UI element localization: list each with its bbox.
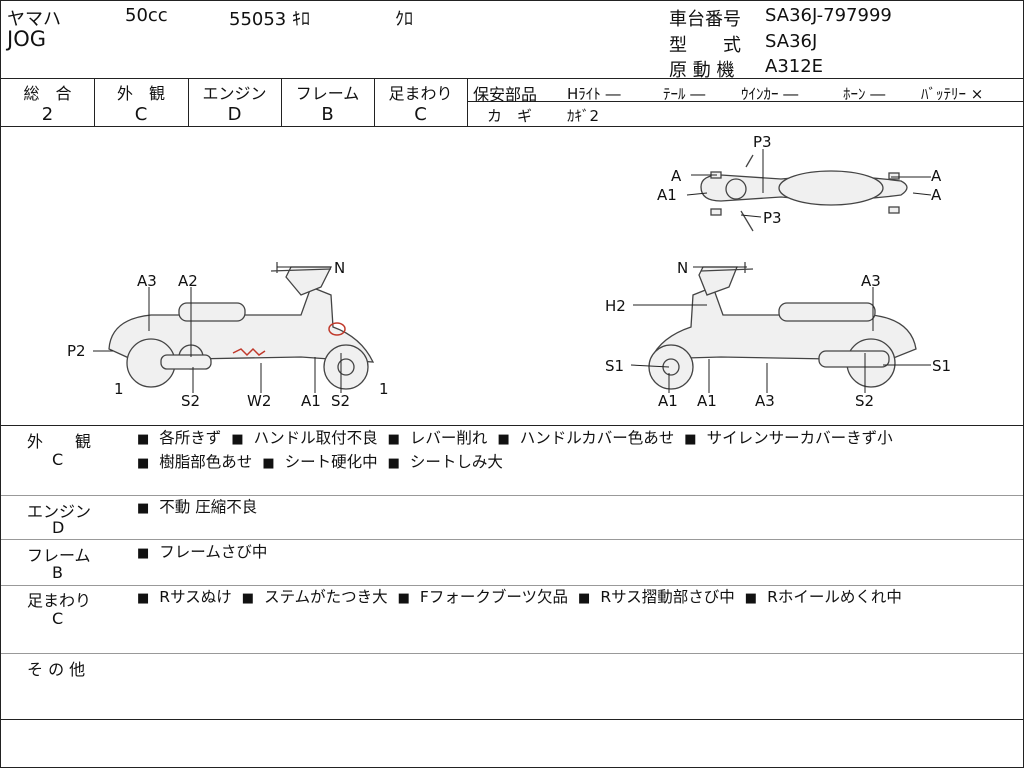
label-s2: S2 [855, 392, 874, 410]
remark-other-label: そ の 他 [27, 660, 86, 679]
divider [1, 585, 1023, 586]
label-n: N [677, 259, 688, 277]
label-a: A [931, 186, 942, 204]
label-a1: A1 [657, 186, 677, 204]
grade-suspension: 足まわり C [388, 84, 453, 125]
safety-tail: ﾃｰﾙ ― [663, 85, 706, 103]
grade-engine: エンジン D [202, 84, 267, 125]
label-a1: A1 [658, 392, 678, 410]
divider [1, 126, 1023, 127]
type-label: 型 式 [669, 35, 741, 56]
grade-frame: フレーム B [295, 84, 360, 125]
remark-engine-grade: D [52, 518, 65, 537]
divider [1, 425, 1023, 426]
label-p3: P3 [763, 209, 782, 227]
safety-headlight: Hﾗｲﾄ ― [567, 85, 621, 103]
label-a1: A1 [697, 392, 717, 410]
divider [1, 495, 1023, 496]
damage-wave-mark [232, 347, 266, 357]
label-s2: S2 [331, 392, 350, 410]
frame-no-label: 車台番号 [669, 9, 741, 30]
type-value: SA36J [765, 31, 818, 52]
grade-overall: 総 合 2 [23, 84, 72, 125]
label-p3: P3 [753, 133, 772, 151]
grade-exterior: 外 観 C [116, 84, 165, 125]
scooter-left-side-view [108, 262, 375, 390]
maker: ヤマハ [7, 9, 61, 30]
remark-exterior-label: 外 観 [27, 432, 92, 451]
model-name: JOG [7, 27, 46, 51]
safety-winker: ｳｲﾝｶｰ ― [741, 85, 799, 103]
label-a3: A3 [755, 392, 775, 410]
safety-battery: ﾊﾞｯﾃﾘｰ × [921, 85, 984, 103]
remark-suspension-label: 足まわり [27, 591, 92, 610]
key-label: カ ギ [487, 107, 533, 125]
displacement: 50cc [125, 5, 168, 26]
color: ｸﾛ [395, 9, 413, 30]
remark-exterior-items: 各所きずハンドル取付不良レバー削れハンドルカバー色あせサイレンサーカバーきず小 … [137, 427, 903, 475]
frame-no: SA36J-797999 [765, 5, 892, 26]
label-n: N [334, 259, 345, 277]
scooter-top-view [700, 154, 908, 232]
label-a: A [931, 167, 942, 185]
remark-suspension-items: Rサスぬけステムがたつき大Fフォークブーツ欠品Rサス摺動部さび中Rホイールめくれ… [137, 586, 912, 610]
label-s2: S2 [181, 392, 200, 410]
label-a3: A3 [861, 272, 881, 290]
divider [1, 539, 1023, 540]
engine-model-label: 原 動 機 [669, 60, 735, 81]
label-w2: W2 [247, 392, 271, 410]
label-a: A [671, 167, 682, 185]
label-p2: P2 [67, 342, 86, 360]
remark-engine-label: エンジン [27, 502, 92, 521]
safety-label: 保安部品 [473, 85, 538, 104]
label-one: 1 [114, 380, 124, 398]
label-s1: S1 [605, 357, 624, 375]
label-a3: A3 [137, 272, 157, 290]
label-one: 1 [379, 380, 389, 398]
label-h2: H2 [605, 297, 626, 315]
divider [1, 719, 1023, 720]
remark-frame-items: フレームさび中 [137, 541, 277, 565]
remark-frame-label: フレーム [27, 546, 91, 565]
mileage: 55053 ｷﾛ [229, 9, 310, 30]
remark-frame-grade: B [52, 563, 63, 582]
divider [467, 101, 1023, 102]
engine-model: A312E [765, 56, 824, 77]
label-s1: S1 [932, 357, 951, 375]
damage-circle-mark [328, 322, 346, 336]
safety-horn: ﾎｰﾝ ― [843, 85, 886, 103]
remark-exterior-grade: C [52, 450, 64, 469]
scooter-right-side-view [648, 262, 917, 390]
label-a1: A1 [301, 392, 321, 410]
divider [1, 653, 1023, 654]
damage-diagram: P3 A A1 P3 A A N A3 A2 P2 1 S2 W2 A1 S2 … [67, 133, 951, 410]
divider [1, 78, 1023, 79]
label-a2: A2 [178, 272, 198, 290]
remark-suspension-grade: C [52, 609, 64, 628]
remark-engine-items: 不動 圧縮不良 [137, 496, 267, 520]
key-value: ｶｷﾞ2 [567, 107, 600, 125]
